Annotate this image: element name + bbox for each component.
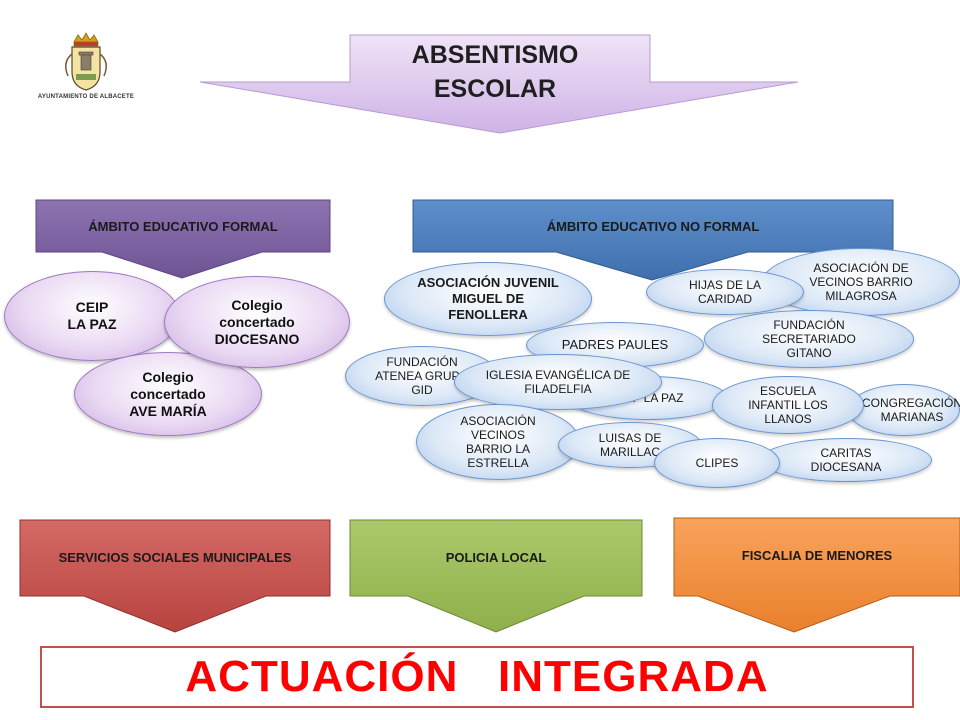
fiscalia-arrow [673, 517, 960, 633]
node-line: LA PAZ [67, 316, 117, 332]
node-asoc-vecinos-estrella: ASOCIACIÓN VECINOS BARRIO LA ESTRELLA [416, 404, 580, 480]
node-line: Colegio [231, 296, 283, 313]
agency-fiscalia-menores: FISCALIA DE MENORES [741, 547, 893, 563]
node-clipes: CLIPES [654, 438, 780, 488]
node-asociacion-juvenil: ASOCIACIÓN JUVENIL MIGUEL DE FENOLLERA [384, 262, 592, 336]
title-line-1: ABSENTISMO [411, 41, 579, 69]
agency-policia-local: POLICIA LOCAL [445, 549, 547, 565]
node-line: AVE MARÍA [129, 402, 207, 419]
actuacion-integrada-text: ACTUACIÓN INTEGRADA [185, 652, 769, 701]
formal-header-label: ÁMBITO EDUCATIVO FORMAL [88, 218, 278, 234]
node-line: DIOCESANO [214, 330, 300, 347]
policia-arrow [349, 519, 643, 633]
node-congregacion-marianas: CONGREGACIÓN MARIANAS [848, 384, 960, 436]
crest-icon [65, 32, 107, 91]
servicios-arrow [19, 519, 331, 633]
formal-header-arrow [35, 199, 331, 279]
node-hijas-caridad: HIJAS DE LA CARIDAD [646, 269, 804, 315]
title-line-2: ESCOLAR [433, 75, 557, 103]
actuacion-integrada-box: ACTUACIÓN INTEGRADA [40, 646, 914, 708]
node-escuela-infantil: ESCUELA INFANTIL LOS LLANOS [712, 376, 864, 434]
node-iglesia-evangelica: IGLESIA EVANGÉLICA DE FILADELFIA [454, 354, 662, 410]
logo-caption: AYUNTAMIENTO DE ALBACETE [37, 94, 135, 100]
title-arrow-shape [199, 34, 799, 134]
ayuntamiento-logo: AYUNTAMIENTO DE ALBACETE [36, 32, 136, 104]
node-fundacion-secretariado-gitano: FUNDACIÓN SECRETARIADO GITANO [704, 310, 914, 368]
nonformal-header-arrow [412, 199, 894, 281]
node-line: Colegio [142, 368, 194, 385]
agency-servicios-sociales: SERVICIOS SOCIALES MUNICIPALES [58, 549, 292, 565]
node-line: concertado [130, 385, 206, 402]
page-title: ABSENTISMO ESCOLAR [370, 38, 620, 106]
nonformal-header-label: ÁMBITO EDUCATIVO NO FORMAL [546, 218, 760, 234]
node-line: concertado [219, 313, 295, 330]
node-caritas-diocesana: CARITAS DIOCESANA [760, 438, 932, 482]
node-line: CEIP [75, 299, 109, 315]
